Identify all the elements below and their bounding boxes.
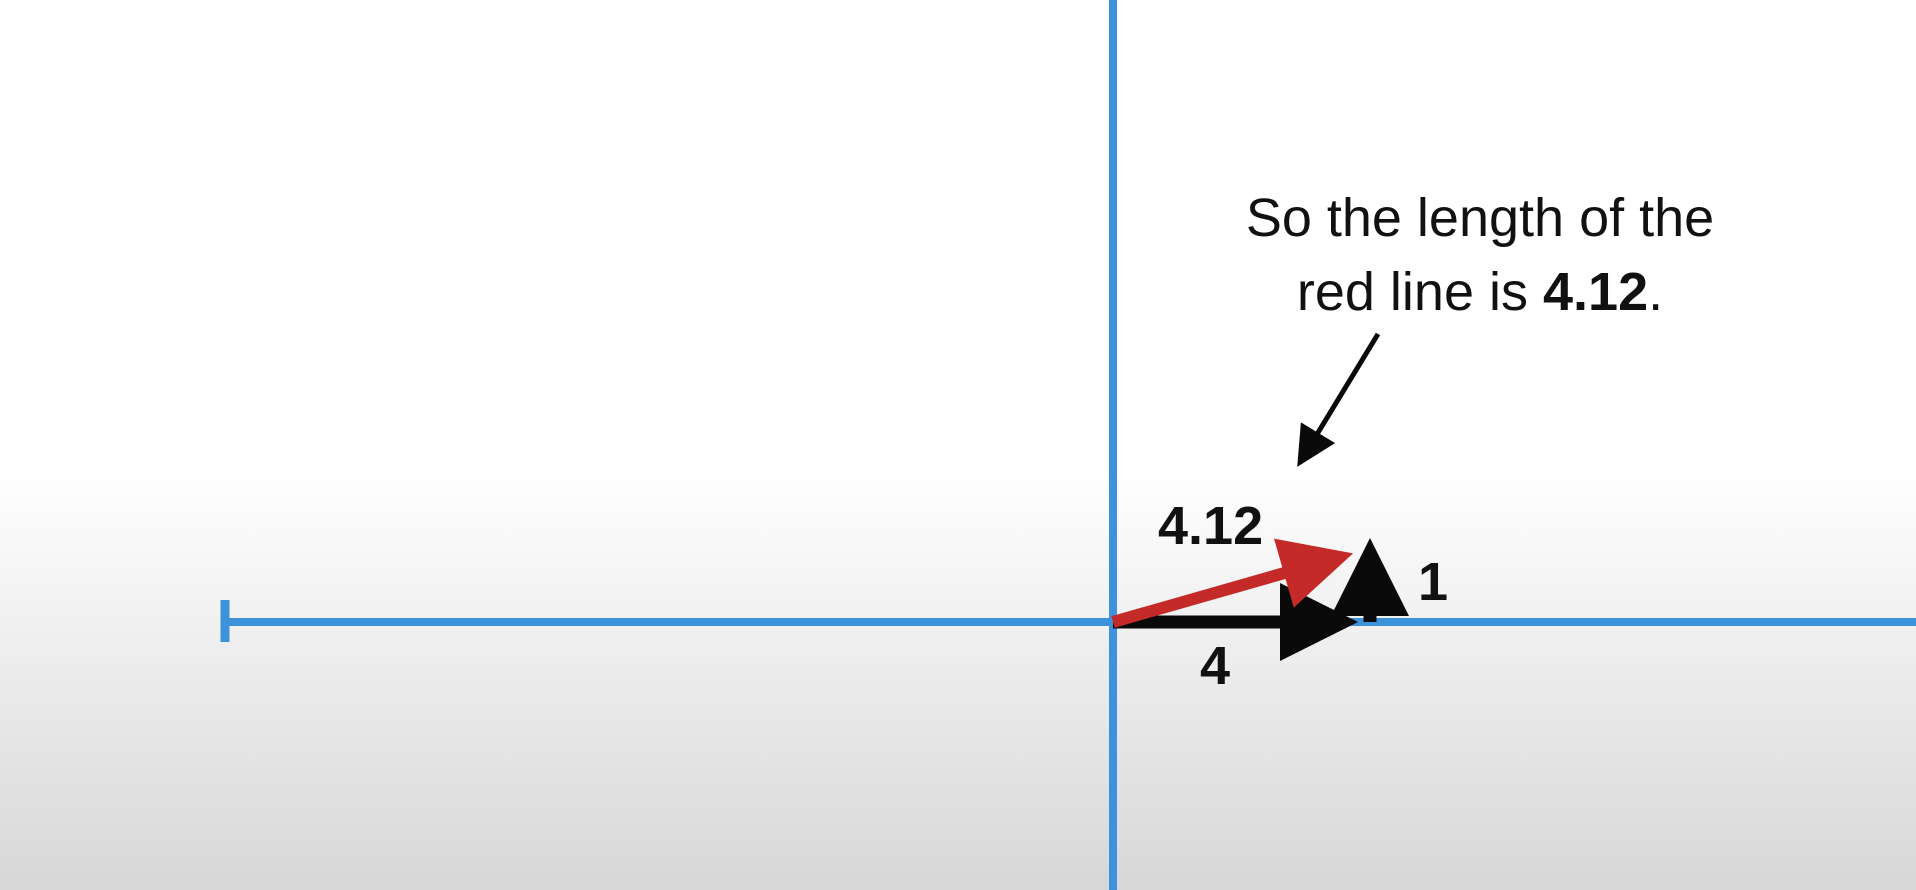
caption-text-line-2: red line is 4.12. bbox=[1297, 262, 1663, 322]
pointer-arrow bbox=[1297, 332, 1381, 467]
caption-line-2-bold: 4.12 bbox=[1543, 262, 1648, 322]
caption-line-2-suffix: . bbox=[1648, 262, 1663, 322]
hypotenuse-length-label: 4.12 bbox=[1158, 496, 1263, 556]
vertical-length-label: 1 bbox=[1418, 552, 1448, 612]
caption-line-2-prefix: red line is bbox=[1297, 262, 1543, 322]
caption-line-1: So the length of the bbox=[1246, 188, 1714, 248]
horizontal-length-label: 4 bbox=[1200, 636, 1230, 696]
resultant-vector-arrow bbox=[1111, 538, 1354, 628]
caption-text: So the length of the bbox=[1246, 188, 1714, 248]
